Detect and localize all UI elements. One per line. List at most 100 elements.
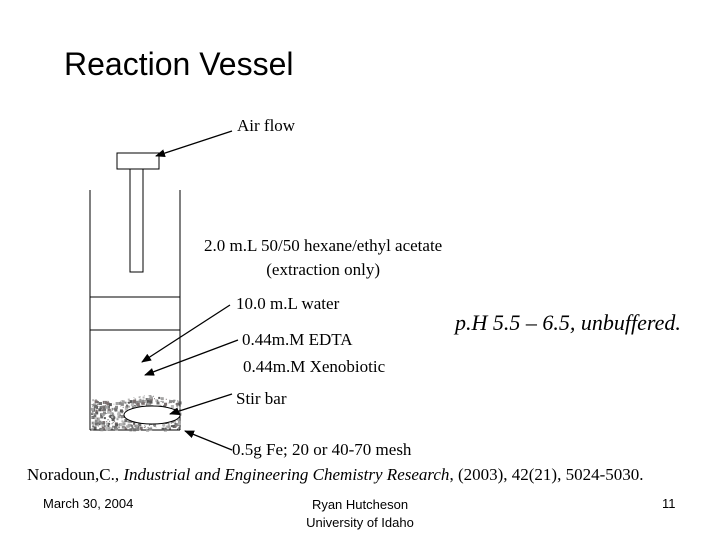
iron-particle: [139, 399, 141, 401]
iron-particle: [135, 404, 137, 406]
iron-particle: [105, 426, 109, 430]
iron-particle: [171, 425, 173, 428]
iron-particle: [120, 415, 124, 418]
iron-particle: [150, 426, 152, 428]
iron-particle: [94, 415, 96, 417]
iron-particle: [164, 402, 168, 406]
iron-particle: [153, 423, 157, 427]
iron-particle: [175, 424, 177, 426]
arrow-water: [141, 304, 231, 363]
iron-particle: [134, 406, 135, 408]
iron-particle: [107, 427, 111, 431]
iron-particle: [134, 425, 137, 428]
iron-particle: [96, 417, 98, 419]
iron-particle: [119, 423, 123, 427]
iron-particle: [97, 402, 99, 404]
iron-particle: [104, 417, 106, 419]
iron-particle: [162, 423, 166, 427]
iron-particle: [134, 398, 136, 400]
iron-particle: [91, 413, 93, 415]
iron-particle: [91, 404, 93, 406]
iron-particle: [105, 401, 108, 405]
iron-particle: [92, 399, 95, 402]
iron-particle: [146, 400, 150, 403]
iron-particle: [111, 417, 112, 419]
iron-particle: [99, 402, 102, 405]
iron-particle: [127, 398, 130, 401]
label-solvent-line1: 2.0 m.L 50/50 hexane/ethyl acetate: [204, 236, 443, 255]
iron-particle: [95, 411, 99, 415]
iron-particle: [111, 409, 113, 411]
iron-particle: [111, 407, 114, 410]
iron-particle: [177, 428, 178, 430]
label-ph: p.H 5.5 – 6.5, unbuffered.: [455, 310, 681, 335]
iron-particle: [127, 426, 129, 428]
iron-particle: [133, 428, 137, 432]
iron-particle: [176, 408, 178, 410]
iron-particle: [105, 413, 107, 414]
iron-particle: [112, 412, 114, 414]
iron-particle: [149, 400, 153, 404]
iron-particle: [148, 428, 150, 430]
iron-particle: [158, 396, 161, 399]
label-iron: 0.5g Fe; 20 or 40-70 mesh: [232, 440, 412, 459]
slide-title: Reaction Vessel: [64, 46, 294, 82]
iron-particle: [117, 415, 121, 419]
iron-particle: [160, 397, 164, 401]
iron-particle: [91, 428, 94, 431]
arrow-edta: [144, 339, 239, 376]
iron-particle: [107, 405, 110, 409]
iron-particle: [176, 402, 180, 406]
iron-particle: [168, 402, 170, 404]
iron-particle: [112, 414, 114, 416]
iron-particle: [138, 396, 140, 398]
iron-particle: [102, 426, 105, 430]
iron-particle: [117, 426, 120, 429]
footer-author-name: Ryan Hutcheson: [311, 497, 409, 512]
iron-particle: [108, 403, 112, 407]
iron-particle: [111, 416, 114, 419]
iron-particle: [124, 407, 128, 411]
iron-particle: [149, 396, 153, 400]
iron-particle: [133, 423, 136, 426]
label-solvent: 2.0 m.L 50/50 hexane/ethyl acetate (extr…: [204, 234, 442, 282]
iron-particle: [161, 427, 165, 431]
iron-particle: [115, 402, 119, 405]
iron-particle: [114, 408, 118, 412]
footer-author-affiliation: University of Idaho: [306, 515, 414, 530]
iron-particle: [157, 400, 159, 402]
label-water: 10.0 m.L water: [236, 294, 340, 313]
iron-particle: [116, 418, 119, 421]
iron-particle: [103, 405, 105, 407]
iron-particle: [109, 420, 111, 422]
iron-particle: [115, 405, 118, 409]
iron-particle: [112, 413, 114, 415]
footer-page-number: 11: [662, 496, 676, 511]
iron-particle: [178, 406, 181, 409]
iron-particle: [99, 406, 103, 410]
iron-particle: [133, 397, 135, 399]
iron-particle: [143, 400, 147, 403]
iron-particle: [103, 407, 107, 411]
stir-bar: [123, 405, 181, 425]
iron-particle: [145, 398, 148, 400]
iron-particle: [122, 410, 124, 412]
iron-particle: [176, 424, 178, 426]
iron-particle: [156, 401, 160, 405]
iron-particle: [115, 427, 119, 431]
iron-particle: [128, 419, 132, 423]
iron-particle: [115, 417, 117, 419]
iron-particle: [154, 398, 155, 400]
iron-particle: [102, 421, 105, 424]
iron-particle: [176, 425, 178, 427]
iron-particle: [114, 420, 116, 422]
iron-particle: [98, 408, 102, 412]
iron-particle: [129, 428, 133, 432]
iron-particle: [163, 428, 167, 432]
iron-particle: [104, 425, 107, 428]
iron-particle: [127, 402, 129, 403]
iron-particle: [101, 424, 105, 428]
iron-particle: [177, 400, 179, 402]
iron-particle: [139, 426, 143, 430]
